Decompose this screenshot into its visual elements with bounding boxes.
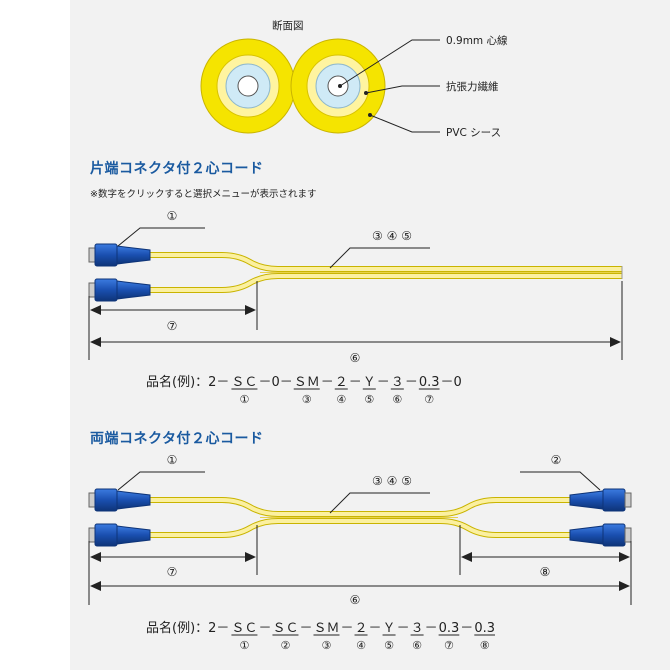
part-separator: － (258, 621, 271, 636)
part-segment-number[interactable]: ② (281, 639, 291, 652)
two-end-callouts (88, 471, 632, 605)
part-code-segment[interactable]: ２ (335, 375, 348, 390)
part-code-segment[interactable]: ＳＭ (313, 621, 339, 636)
two-end-cable (88, 488, 632, 547)
one-end-callouts (88, 227, 623, 360)
connector-left-bottom (88, 523, 151, 547)
label-strength-member: 抗張力繊維 (446, 80, 499, 93)
label-pvc-sheath: PVC シース (446, 127, 501, 139)
part-code-segment[interactable]: 0.3 (439, 621, 460, 636)
cross-section-figure (200, 38, 386, 134)
part-segment-number[interactable]: ① (239, 393, 249, 406)
part-code-segment[interactable]: Ｙ (363, 375, 376, 390)
one-end-part-number: 品名(例)：2－ＳＣ①－0－ＳＭ③－２④－Ｙ⑤－３⑥－0.3⑦－0 (146, 374, 462, 406)
part-segment-number[interactable]: ④ (356, 639, 366, 652)
one-end-arrows (90, 305, 621, 347)
part-segment-number[interactable]: ⑥ (392, 393, 402, 406)
part-separator: －0－ (258, 375, 292, 390)
callout-7-two[interactable]: ⑦ (167, 565, 178, 579)
callout-1[interactable]: ① (167, 209, 178, 223)
callout-345[interactable]: ③ ④ ⑤ (372, 229, 412, 243)
callout-6-two[interactable]: ⑥ (350, 593, 361, 607)
two-end-arrows (90, 552, 630, 591)
part-segment-number[interactable]: ④ (336, 393, 346, 406)
one-end-cable (88, 243, 623, 302)
callout-1-two[interactable]: ① (167, 453, 178, 467)
part-separator: － (321, 375, 334, 390)
part-segment-number[interactable]: ⑥ (412, 639, 422, 652)
part-code-segment[interactable]: ＳＣ (231, 621, 257, 636)
two-end-title: 両端コネクタ付２心コード (90, 431, 264, 447)
part-separator: － (349, 375, 362, 390)
part-prefix: 品名(例)：2－ (146, 620, 229, 636)
part-separator: － (397, 621, 410, 636)
part-segment-number[interactable]: ③ (302, 393, 312, 406)
two-end-part-number: 品名(例)：2－ＳＣ①－ＳＣ②－ＳＭ③－２④－Ｙ⑤－３⑥－0.3⑦－0.3⑧ (146, 620, 495, 652)
callout-6[interactable]: ⑥ (350, 351, 361, 365)
part-separator: － (377, 375, 390, 390)
callout-7[interactable]: ⑦ (167, 319, 178, 333)
part-separator: －0 (441, 375, 462, 390)
connector-bottom (88, 278, 151, 302)
part-prefix: 品名(例)：2－ (146, 374, 229, 390)
part-separator: － (425, 621, 438, 636)
part-separator: － (369, 621, 382, 636)
connector-right-top (569, 488, 632, 512)
part-code-segment[interactable]: ３ (391, 375, 404, 390)
part-segment-number[interactable]: ⑧ (480, 639, 490, 652)
part-separator: － (405, 375, 418, 390)
connector-top (88, 243, 151, 267)
part-segment-number[interactable]: ⑤ (384, 639, 394, 652)
label-core: 0.9mm 心線 (446, 34, 508, 47)
part-separator: － (299, 621, 312, 636)
part-segment-number[interactable]: ⑤ (364, 393, 374, 406)
part-segment-number[interactable]: ① (239, 639, 249, 652)
part-code-segment[interactable]: 0.3 (474, 621, 495, 636)
part-code-segment[interactable]: ＳＣ (272, 621, 298, 636)
part-segment-number[interactable]: ⑦ (444, 639, 454, 652)
part-segment-number[interactable]: ③ (322, 639, 332, 652)
connector-right-bottom (569, 523, 632, 547)
part-separator: － (341, 621, 354, 636)
part-code-segment[interactable]: ＳＣ (231, 375, 257, 390)
callout-2-two[interactable]: ② (551, 453, 562, 467)
part-code-segment[interactable]: ＳＭ (294, 375, 320, 390)
part-code-segment[interactable]: 0.3 (419, 375, 440, 390)
cross-section-leaders (339, 39, 440, 133)
part-code-segment[interactable]: Ｙ (383, 621, 396, 636)
part-code-segment[interactable]: ２ (355, 621, 368, 636)
part-code-segment[interactable]: ３ (411, 621, 424, 636)
connector-left-top (88, 488, 151, 512)
part-segment-number[interactable]: ⑦ (424, 393, 434, 406)
callout-8-two[interactable]: ⑧ (540, 565, 551, 579)
callout-345-two[interactable]: ③ ④ ⑤ (372, 474, 412, 488)
one-end-title: 片端コネクタ付２心コード (90, 161, 264, 177)
cross-section-title: 断面図 (272, 19, 304, 32)
part-separator: － (460, 621, 473, 636)
click-note: ※数字をクリックすると選択メニューが表示されます (90, 189, 317, 200)
